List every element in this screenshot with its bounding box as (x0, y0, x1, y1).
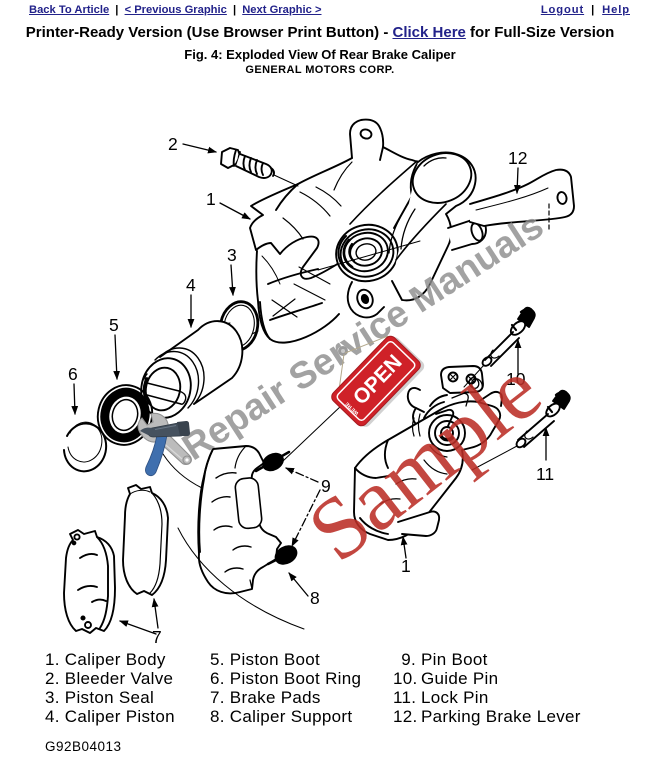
svg-text:1: 1 (401, 556, 411, 576)
svg-text:10: 10 (506, 369, 526, 389)
svg-text:5: 5 (109, 315, 119, 335)
svg-text:8: 8 (310, 588, 320, 608)
svg-text:9: 9 (321, 476, 331, 496)
svg-text:3: 3 (227, 245, 237, 265)
svg-text:4: 4 (186, 275, 196, 295)
svg-text:7: 7 (152, 627, 162, 647)
svg-text:2: 2 (168, 134, 178, 154)
svg-text:6: 6 (68, 364, 78, 384)
svg-text:11: 11 (536, 464, 554, 484)
svg-text:12: 12 (508, 148, 527, 168)
svg-text:1: 1 (206, 189, 216, 209)
